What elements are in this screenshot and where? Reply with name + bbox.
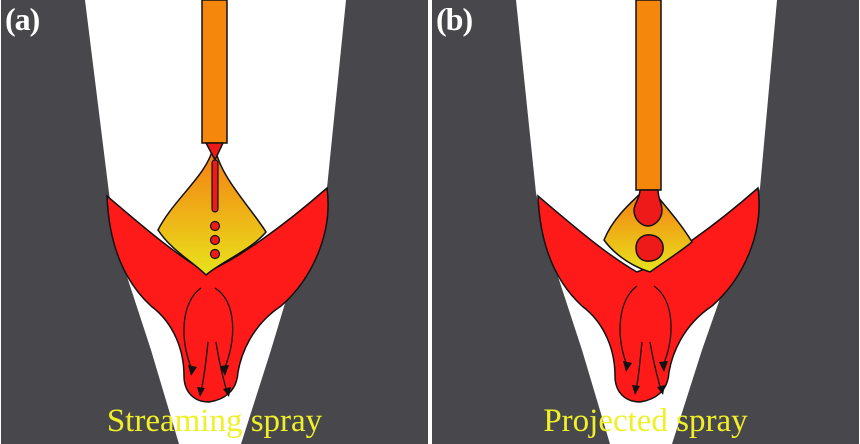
arrowhead — [197, 387, 205, 397]
metal-stream — [211, 159, 219, 213]
streaming-spray-diagram — [1, 0, 428, 444]
droplet — [209, 220, 221, 232]
electrode-wire — [201, 0, 228, 144]
droplet — [209, 248, 221, 260]
arrowhead — [659, 361, 668, 372]
flow-arrow-right — [214, 287, 234, 373]
arrowhead — [657, 385, 665, 395]
base-plate-left — [432, 0, 610, 444]
flow-arrow-right — [653, 285, 672, 369]
caption: Streaming spray — [106, 403, 323, 439]
arc-cone — [603, 191, 693, 273]
panel-label: (a) — [5, 1, 40, 37]
arrowhead — [223, 387, 231, 397]
projected-droplet — [635, 234, 664, 262]
panel-projected-spray: (b) Projected spray — [432, 0, 859, 444]
flow-arrow-left — [619, 285, 638, 369]
base-plate-left — [1, 0, 179, 444]
flow-arrow-left — [183, 287, 202, 373]
panel-streaming-spray: (a) Streaming spray — [1, 0, 428, 444]
arrowhead — [220, 365, 229, 376]
projected-spray-diagram — [432, 0, 859, 444]
caption: Projected spray — [543, 403, 748, 439]
base-plate-right — [241, 0, 428, 444]
arrowhead — [188, 365, 197, 376]
wire-tip — [204, 142, 225, 162]
electrode-wire — [635, 0, 662, 191]
base-plate-right — [672, 0, 859, 444]
arc-cone — [157, 147, 267, 277]
arrowhead — [623, 361, 632, 372]
detaching-drop — [633, 189, 663, 227]
droplet — [209, 234, 221, 246]
panel-label: (b) — [436, 1, 473, 37]
arrowhead — [632, 385, 640, 395]
